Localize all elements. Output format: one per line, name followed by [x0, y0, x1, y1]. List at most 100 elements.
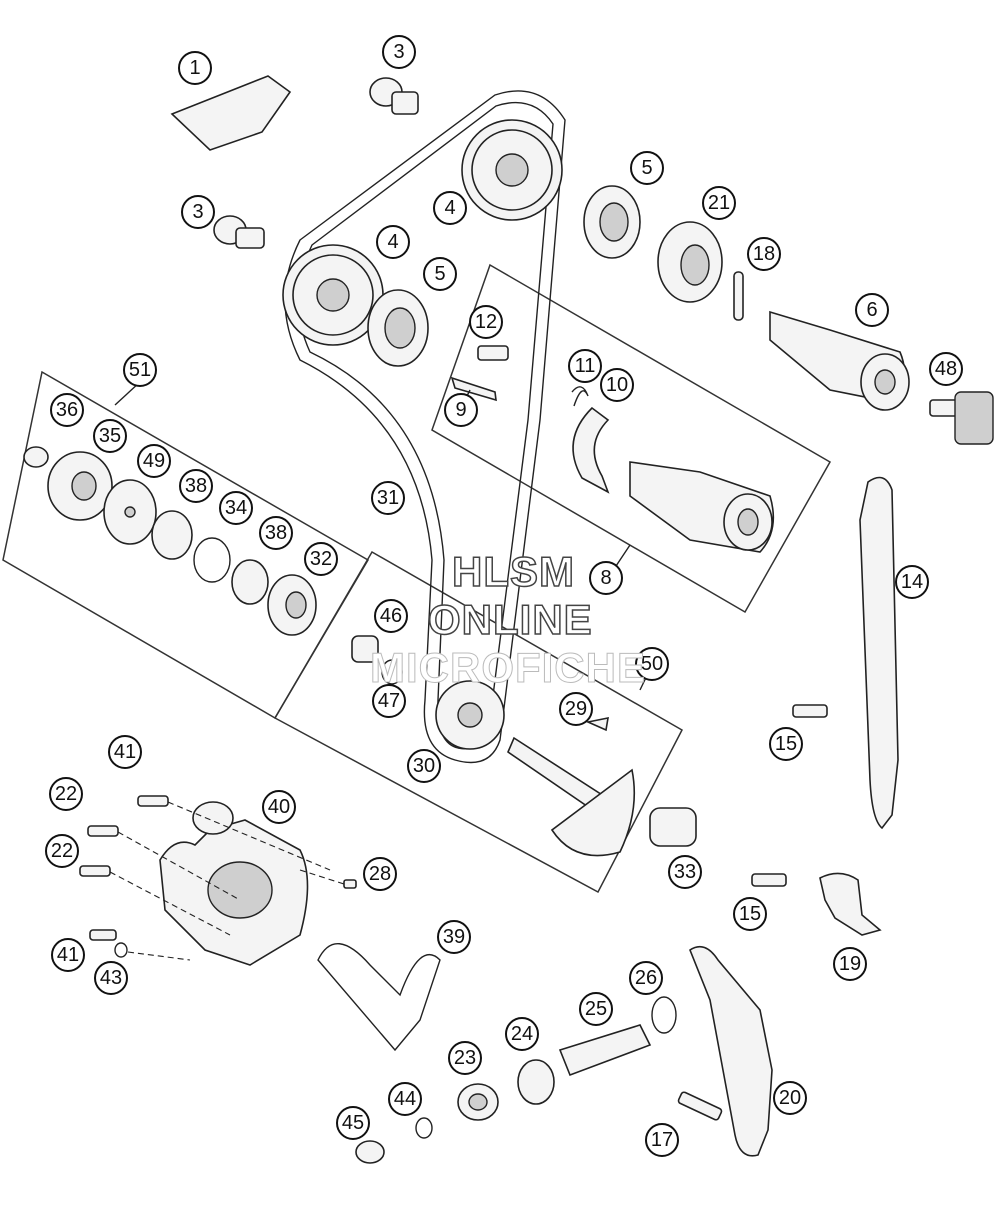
svg-text:21: 21 — [708, 192, 730, 214]
svg-text:24: 24 — [511, 1023, 533, 1045]
svg-text:20: 20 — [779, 1087, 801, 1109]
washer-47 — [381, 659, 403, 685]
svg-text:9: 9 — [455, 399, 466, 421]
svg-text:18: 18 — [753, 243, 775, 265]
callout-41: 41 — [51, 938, 85, 972]
svg-text:4: 4 — [444, 197, 455, 219]
camshaft-sprocket-exhaust — [461, 119, 563, 221]
svg-text:3: 3 — [393, 41, 404, 63]
water-pump-gasket — [317, 943, 441, 1052]
needle-bearing-46 — [351, 635, 379, 663]
callout-51: 51 — [123, 353, 157, 387]
callout-28: 28 — [363, 857, 397, 891]
pin-3-upper — [369, 77, 419, 115]
svg-text:47: 47 — [378, 690, 400, 712]
washer-43 — [114, 942, 128, 958]
decompressor-pin — [477, 345, 509, 361]
svg-text:41: 41 — [114, 741, 136, 763]
svg-text:5: 5 — [434, 263, 445, 285]
svg-text:38: 38 — [185, 475, 207, 497]
chain-guide-rail — [859, 476, 899, 830]
chain-tensioner-bolt — [457, 1083, 499, 1121]
callout-29: 29 — [559, 692, 593, 726]
pin — [733, 271, 744, 321]
callout-10: 10 — [600, 368, 634, 402]
svg-text:25: 25 — [585, 998, 607, 1020]
callout-39: 39 — [437, 920, 471, 954]
svg-text:45: 45 — [342, 1112, 364, 1134]
callout-3: 3 — [181, 195, 215, 229]
bolt-15-upper — [792, 704, 828, 718]
callout-25: 25 — [579, 992, 613, 1026]
svg-text:49: 49 — [143, 450, 165, 472]
callout-19: 19 — [833, 947, 867, 981]
callout-17: 17 — [645, 1123, 679, 1157]
callout-47: 47 — [372, 684, 406, 718]
assembly-lines — [109, 801, 345, 961]
camshaft-sensor — [929, 391, 994, 445]
decompressor-gear — [657, 221, 723, 303]
bolt-17 — [677, 1091, 723, 1121]
callout-50: 50 — [635, 647, 669, 681]
svg-text:22: 22 — [51, 840, 73, 862]
svg-text:14: 14 — [901, 571, 923, 593]
svg-text:40: 40 — [268, 796, 290, 818]
callout-48: 48 — [929, 352, 963, 386]
seal-38-outer — [151, 510, 193, 560]
callout-15: 15 — [733, 897, 767, 931]
chain-guide-bracket-1 — [170, 75, 292, 151]
callout-40: 40 — [262, 790, 296, 824]
callout-6: 6 — [855, 293, 889, 327]
svg-text:6: 6 — [866, 299, 877, 321]
plug-screw-45 — [355, 1140, 385, 1164]
callout-3: 3 — [382, 35, 416, 69]
svg-text:26: 26 — [635, 967, 657, 989]
callout-30: 30 — [407, 749, 441, 783]
water-pump-shaft — [507, 736, 636, 857]
impeller-nut — [23, 446, 49, 468]
water-pump-impeller — [47, 451, 113, 521]
callout-26: 26 — [629, 961, 663, 995]
svg-text:34: 34 — [225, 497, 247, 519]
decompressor-spring — [571, 386, 589, 407]
callout-35: 35 — [93, 419, 127, 453]
svg-text:50: 50 — [641, 653, 663, 675]
dowel-28 — [343, 879, 357, 889]
pin-3-lower — [213, 215, 265, 249]
callout-49: 49 — [137, 444, 171, 478]
svg-text:41: 41 — [57, 944, 79, 966]
svg-text:12: 12 — [475, 311, 497, 333]
bearing-exhaust — [583, 185, 641, 259]
watermark-line-1: HLSM — [451, 547, 575, 596]
bolt-41-lower — [89, 929, 117, 941]
callout-8: 8 — [589, 561, 623, 595]
callout-38: 38 — [179, 469, 213, 503]
svg-text:48: 48 — [935, 358, 957, 380]
needle-bearing-33 — [649, 807, 697, 847]
callout-5: 5 — [630, 151, 664, 185]
svg-text:5: 5 — [641, 157, 652, 179]
camshaft-sprocket-intake — [282, 244, 384, 346]
woodruff-key — [585, 716, 609, 732]
svg-text:44: 44 — [394, 1088, 416, 1110]
svg-text:39: 39 — [443, 926, 465, 948]
callout-20: 20 — [773, 1081, 807, 1115]
callout-1: 1 — [178, 51, 212, 85]
svg-text:1: 1 — [189, 57, 200, 79]
callout-31: 31 — [371, 481, 405, 515]
chain-tensioning-rail — [689, 945, 773, 1157]
callout-4: 4 — [376, 225, 410, 259]
circlip-34 — [193, 537, 231, 583]
impeller-disc — [103, 479, 157, 545]
svg-text:43: 43 — [100, 967, 122, 989]
watermark-line-2: ONLINE — [427, 595, 593, 644]
callout-32: 32 — [304, 542, 338, 576]
bolt-22-upper — [87, 825, 119, 837]
callout-24: 24 — [505, 1017, 539, 1051]
svg-text:51: 51 — [129, 359, 151, 381]
svg-text:33: 33 — [674, 861, 696, 883]
callout-46: 46 — [374, 599, 408, 633]
callout-14: 14 — [895, 565, 929, 599]
water-pump-bearing — [267, 574, 317, 636]
